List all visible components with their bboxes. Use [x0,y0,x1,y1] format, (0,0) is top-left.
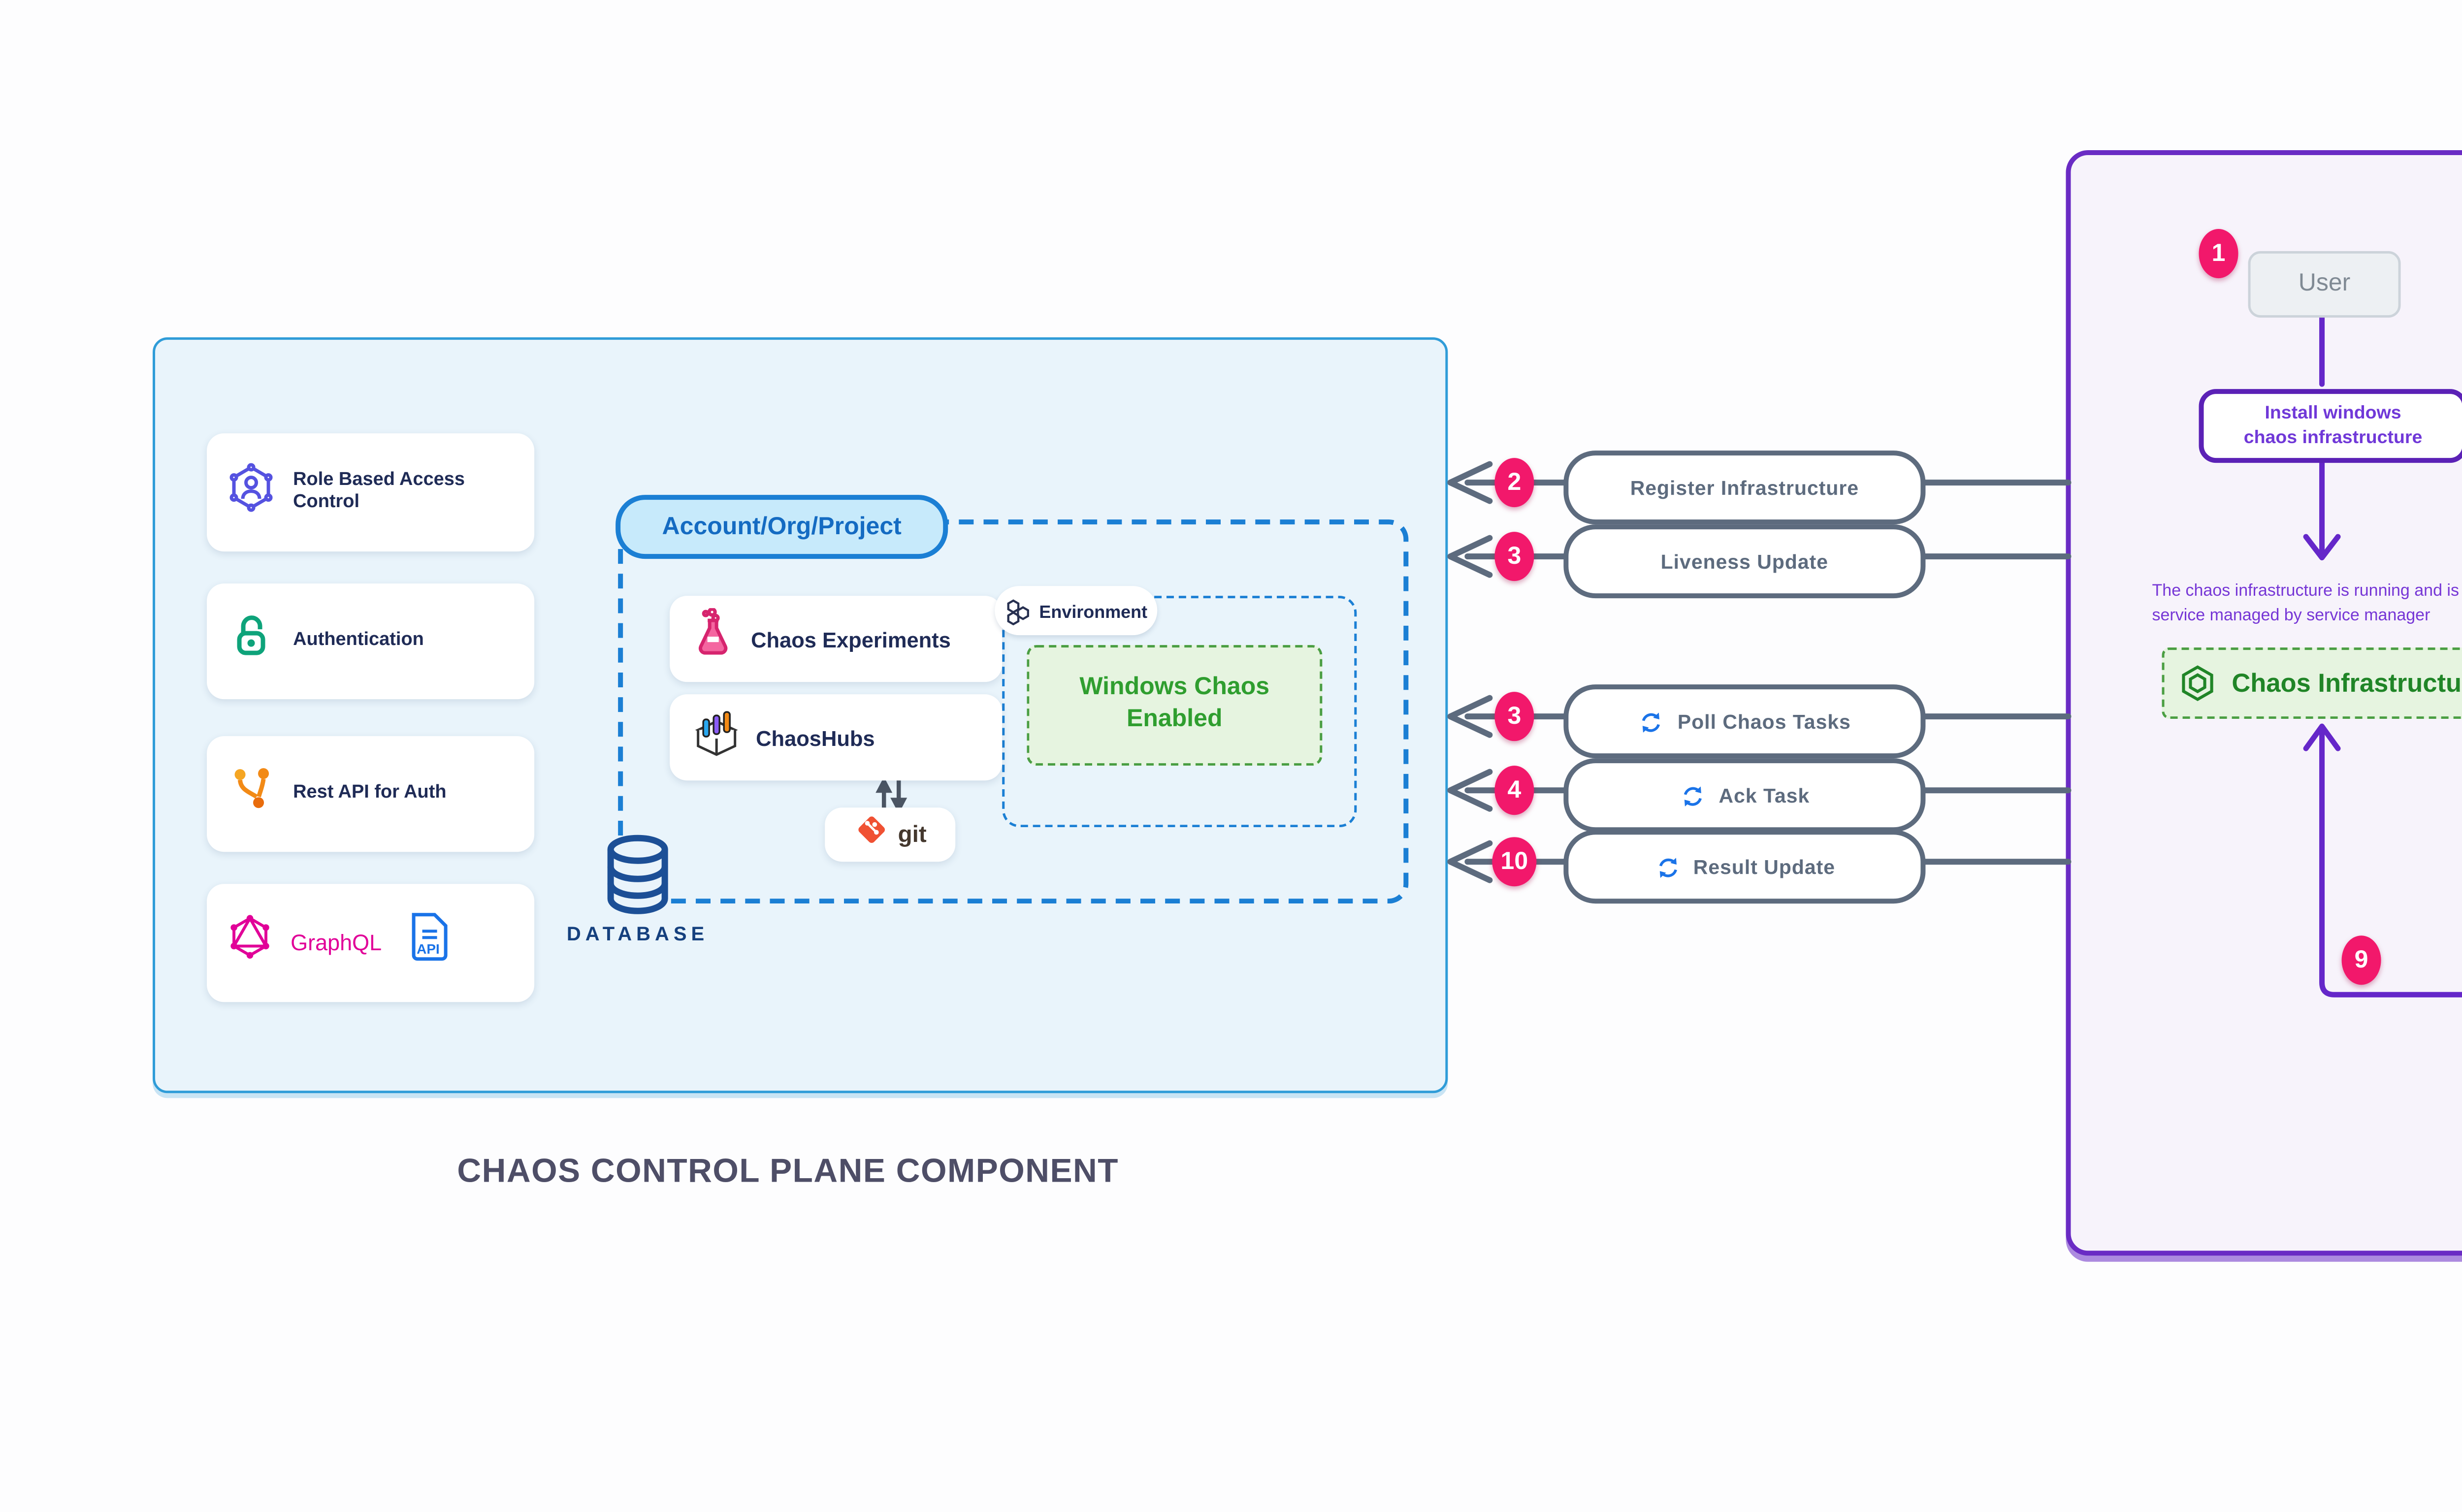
auth-lock-icon [227,611,276,672]
environment-label: Environment [1039,599,1148,622]
flow-pill-liveness-update: Liveness Update [1563,524,1926,599]
chaos-experiments-flask-icon [692,607,736,670]
account-org-project-pill: Account/Org/Project [616,495,948,559]
flow-pill-register-infrastructure: Register Infrastructure [1563,450,1926,525]
git-icon [854,811,888,858]
step-badge-4: 4 [1494,766,1534,815]
card-authentication: Authentication [207,583,535,700]
sync-icon [1679,782,1706,809]
card-git: git [825,807,956,862]
step-badge-3b: 3 [1494,692,1534,741]
chaos-infrastructure-box: Chaos Infrastructure [2162,647,2462,719]
card-chaoshubs: ChaosHubs [670,694,1003,781]
account-org-project-scope [618,519,1409,904]
flow-pill-ack-task: Ack Task [1563,758,1926,833]
rest-api-icon [227,763,276,825]
card-label: Role Based Access Control [293,468,465,513]
card-label: GraphQL [291,930,382,955]
hexagon-cluster-icon [1004,597,1032,624]
windows-chaos-enabled-box: Windows Chaos Enabled [1027,645,1323,766]
card-rest-api-for-auth: Rest API for Auth [207,736,535,852]
environment-scope [1002,596,1357,828]
database-icon [603,832,672,928]
flow-pill-result-update: Result Update [1563,830,1926,904]
control-plane-title: CHAOS CONTROL PLANE COMPONENT [457,1152,1119,1190]
svg-text:API: API [417,941,440,957]
step-badge-1: 1 [2199,229,2238,279]
install-windows-chaos-infrastructure-box: Install windows chaos infrastructure [2199,389,2462,463]
chaoshubs-rack-icon [692,706,741,770]
graphql-icon [227,913,273,972]
flow-label: Result Update [1693,855,1836,878]
git-label: git [898,821,927,848]
sync-icon [1654,853,1681,880]
generate-infra-line [2319,728,2462,997]
card-role-based-access-control: Role Based Access Control [207,433,535,552]
step-badge-9: 9 [2341,935,2381,985]
infra-running-note: The chaos infrastructure is running and … [2152,583,2462,625]
chaos-infrastructure-hexagon-icon [2180,665,2217,702]
flow-label: Register Infrastructure [1630,476,1859,499]
chaos-experiments-label: Chaos Experiments [751,626,951,651]
card-chaos-experiments: Chaos Experiments [670,596,1003,682]
step-badge-2: 2 [1494,458,1534,508]
chaoshubs-label: ChaosHubs [756,725,875,750]
flow-label: Liveness Update [1660,550,1829,573]
step-badge-3: 3 [1494,532,1534,581]
api-document-icon: API [409,911,451,975]
card-graphql: GraphQL API [207,884,535,1002]
chaos-infrastructure-label: Chaos Infrastructure [2232,668,2462,698]
flow-label: Ack Task [1718,784,1810,806]
sync-icon [1638,708,1665,735]
rbac-icon [227,462,276,523]
step-badge-10: 10 [1492,837,1537,887]
card-label: Rest API for Auth [293,780,447,803]
flow-label: Poll Chaos Tasks [1677,710,1851,733]
flow-pill-poll-chaos-tasks: Poll Chaos Tasks [1563,684,1926,759]
user-box: User [2248,251,2401,318]
database-label: DATABASE [566,923,709,946]
environment-pill: Environment [995,586,1158,636]
card-label: Authentication [293,628,424,650]
